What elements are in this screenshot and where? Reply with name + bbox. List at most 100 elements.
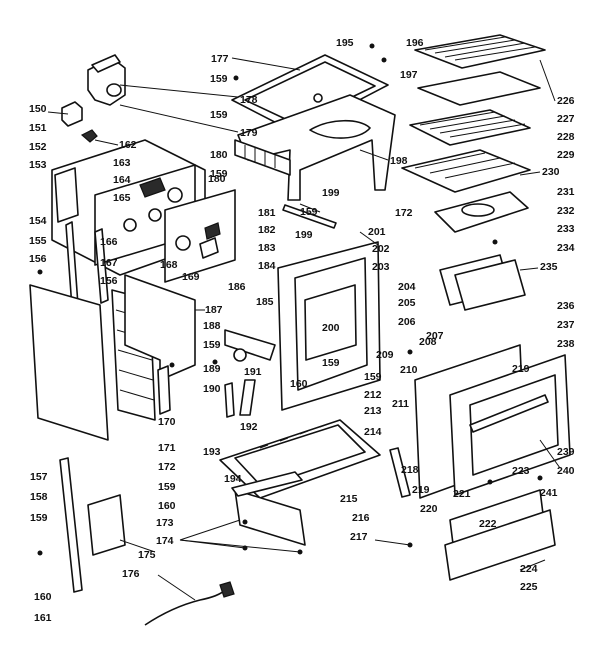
cord-plug [219,581,235,598]
ignitor-182 [204,222,221,240]
part-label: 223 [512,465,530,477]
part-label: 158 [30,491,48,503]
part-label: 216 [352,512,370,524]
part-label: 172 [158,461,176,473]
part-label: 179 [240,127,258,139]
screw [37,269,43,275]
part-label: 156 [100,275,118,287]
part-label: 160 [34,591,52,603]
part-label: 160 [158,500,176,512]
part-label: 227 [557,113,575,125]
screw [37,550,43,556]
valve-assembly [224,329,276,361]
oven-bottom-slots [259,423,329,449]
leader-174c [179,539,301,553]
part-label: 196 [406,37,424,49]
rod-158 [59,457,83,593]
screw [212,359,218,365]
leader-176 [157,574,196,601]
vent-bracket-hole [106,83,122,97]
burner-bar [282,204,337,229]
part-label: 167 [100,257,118,269]
screw [169,362,175,368]
part-label: 190 [203,383,221,395]
part-label: 214 [364,426,382,438]
leader-224 [519,559,546,571]
screw [242,545,248,551]
part-label: 200 [322,322,340,334]
part-label: 176 [122,568,140,580]
burner-box-front [234,139,291,176]
part-label: 191 [244,366,262,378]
cooktop-hole [313,93,323,103]
switch-169 [199,237,219,259]
part-label: 230 [542,166,560,178]
part-label: 195 [336,37,354,49]
part-label: 159 [30,512,48,524]
tube-193 [224,382,235,418]
broil-pan-227 [417,71,541,106]
part-label: 194 [224,473,242,485]
part-label: 160 [290,378,308,390]
part-label: 211 [392,398,409,410]
broil-pan-grid [424,36,536,61]
part-label: 159 [322,357,340,369]
broil-tray-229 [401,149,531,193]
part-label: 208 [419,336,437,348]
part-label: 184 [258,260,276,272]
part-label: 226 [557,95,575,107]
part-label: 228 [557,131,575,143]
panel-170 [157,365,171,415]
burner-box-vents [244,145,276,168]
leader-217 [374,539,411,546]
part-label: 206 [398,316,416,328]
part-label: 173 [156,517,174,529]
part-label: 181 [258,207,276,219]
control-box [164,189,236,283]
side-panel [29,284,109,441]
part-label: 151 [29,122,47,134]
part-label: 182 [258,224,276,236]
part-label: 231 [557,186,575,198]
kick-plate-top [231,471,303,497]
part-label: 204 [398,281,416,293]
part-label: 241 [540,487,558,499]
kick-plate [234,489,306,546]
part-label: 157 [30,471,48,483]
part-label: 175 [138,549,156,561]
part-label: 199 [322,187,340,199]
part-label: 224 [520,563,538,575]
part-label: 236 [557,300,575,312]
leader-175 [119,539,156,553]
leader-230 [519,171,541,176]
leader-201 [359,231,379,246]
part-label: 225 [520,581,538,593]
part-label: 189 [203,363,221,375]
broil-tray-grid [414,152,516,179]
part-label: 240 [557,465,575,477]
part-label: 159 [203,339,221,351]
part-label: 161 [34,612,52,624]
part-label: 177 [211,53,229,65]
leader-198 [359,149,389,161]
part-label: 183 [258,242,276,254]
part-label: 170 [158,416,176,428]
drawer-225 [444,509,556,581]
part-label: 185 [256,296,274,308]
part-label: 165 [113,192,131,204]
part-label: 159 [210,109,228,121]
door-handle [469,394,549,433]
screw [487,479,493,485]
part-label: 174 [156,535,174,547]
leader-150 [47,111,69,115]
vent-bracket-top [91,54,121,73]
leader-177 [231,57,301,71]
part-label: 153 [29,159,47,171]
part-label: 156 [29,253,47,265]
part-label: 150 [29,103,47,115]
part-label: 152 [29,141,47,153]
burner-231 [461,203,495,217]
part-label: 221 [453,488,471,500]
part-label: 162 [119,139,137,151]
